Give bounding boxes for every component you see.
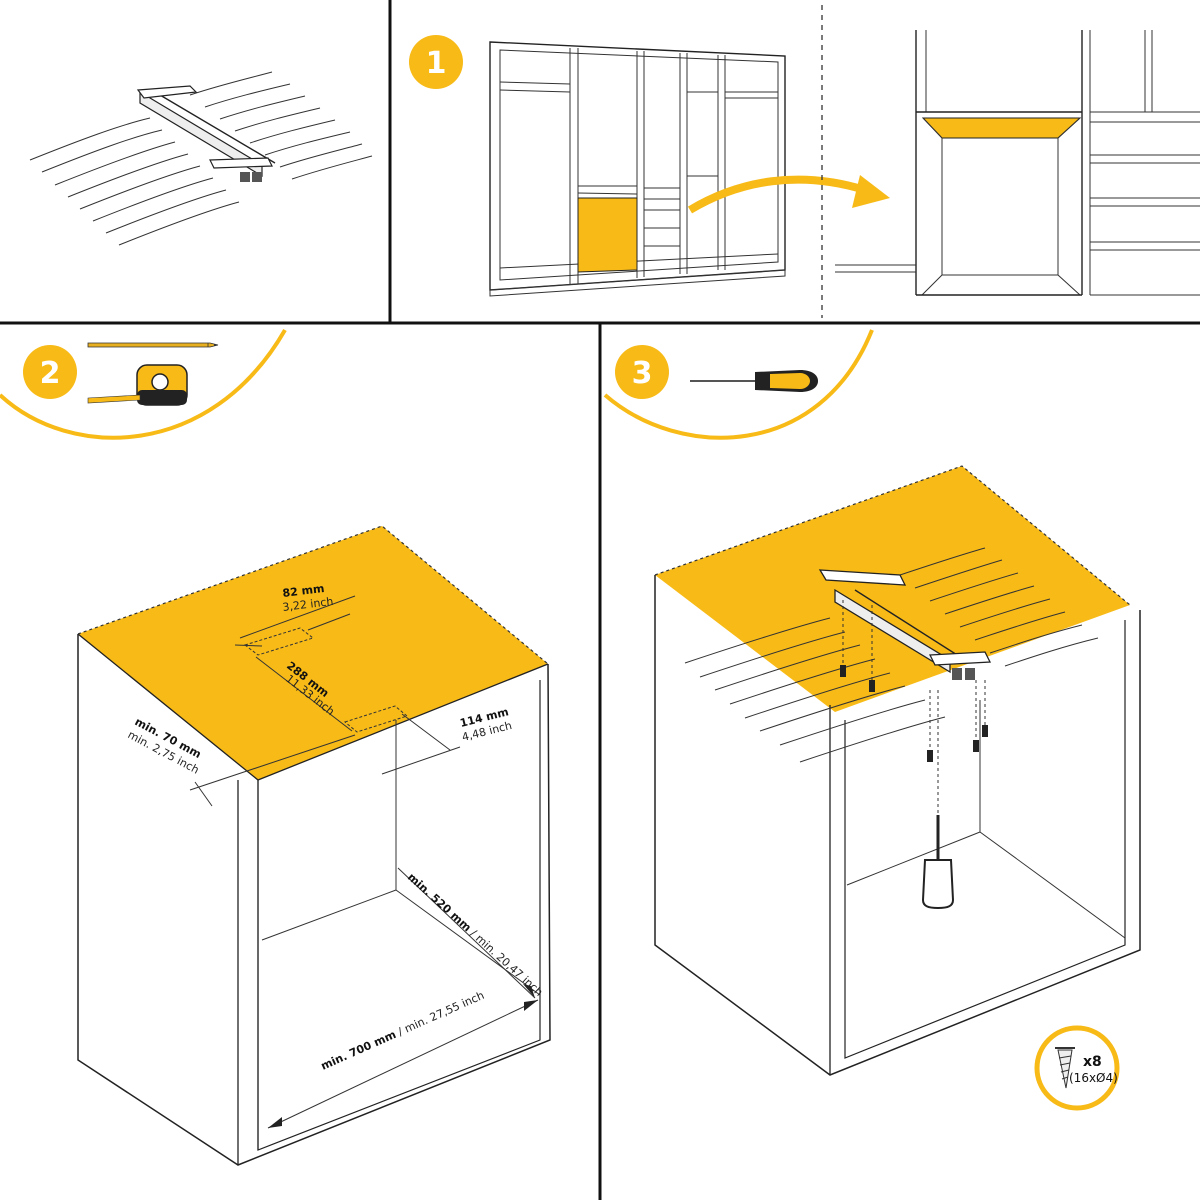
product-preview-panel (29, 71, 373, 246)
wardrobe-illustration (489, 41, 786, 297)
hardware-badge: x8 (16xØ4) (1034, 1025, 1120, 1111)
step-2-panel: 2 (0, 328, 551, 1166)
step-1-badge: 1 (409, 35, 463, 89)
step-3-panel: 3 (603, 329, 1141, 1111)
dim-700-sep: / (393, 1024, 408, 1040)
dim-700-mm: min. 700 mm (319, 1028, 398, 1073)
target-ceiling (921, 117, 1082, 139)
dim-520-label: min. 520 mm / min. 20,47 inch (405, 871, 545, 999)
step-2-number: 2 (40, 356, 61, 391)
hardware-spec: (16xØ4) (1069, 1071, 1118, 1085)
cabinet-ceiling-area-3 (655, 466, 1130, 712)
screw-icon (1055, 1047, 1075, 1089)
screwdriver-icon (690, 370, 818, 392)
step-1-panel: 1 (409, 5, 1200, 318)
cabinet-ceiling-area (78, 526, 548, 780)
zoom-arrow (687, 175, 890, 214)
step-3-badge: 3 (615, 345, 669, 399)
pencil-icon (87, 342, 219, 348)
dim-520-mm: min. 520 mm (405, 871, 474, 935)
screwdriver-in-use-icon (921, 815, 955, 910)
dim-82: 82 mm 3,22 inch (282, 582, 334, 614)
dim-700-label: min. 700 mm / min. 27,55 inch (319, 989, 486, 1073)
trouser-rack-illustration (29, 71, 373, 246)
dim-114: 114 mm 4,48 inch (459, 705, 514, 744)
step-1-number: 1 (426, 46, 447, 81)
dim-82-inch: 3,22 inch (282, 595, 334, 614)
dim-700: min. 700 mm / min. 27,55 inch (319, 989, 486, 1073)
zoomed-compartment (835, 30, 1200, 296)
dim-520: min. 520 mm / min. 20,47 inch (405, 871, 545, 999)
cabinet-step-2 (77, 525, 551, 1166)
hardware-count: x8 (1083, 1054, 1102, 1070)
dim-520-inch: min. 20,47 inch (473, 932, 545, 999)
dim-82-mm: 82 mm (282, 582, 325, 600)
step-2-badge: 2 (23, 345, 77, 399)
tape-measure-icon (87, 364, 188, 406)
step-3-number: 3 (632, 356, 653, 391)
target-compartment (577, 197, 638, 273)
dim-700-inch: min. 27,55 inch (403, 989, 487, 1036)
cabinet-step-3 (654, 465, 1141, 1076)
